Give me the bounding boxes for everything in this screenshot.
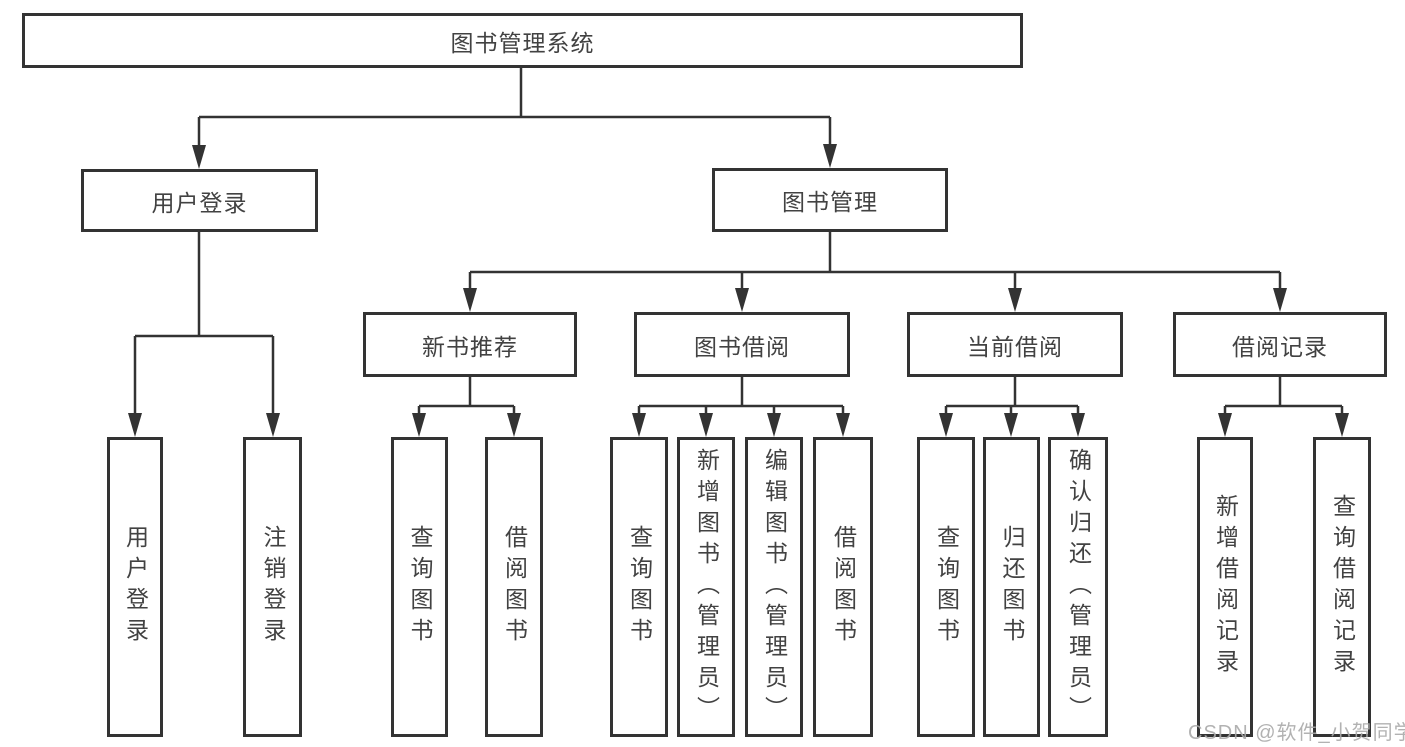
leaf-confirm-return-admin: 确认归还（管理员）	[1048, 437, 1108, 737]
leaf-query-books-current: 查询图书	[917, 437, 975, 737]
node-label: 查询借阅记录	[1329, 494, 1356, 680]
node-label: 新增借阅记录	[1212, 494, 1239, 680]
leaf-user-login: 用户登录	[107, 437, 163, 737]
node-label: 用户登录	[151, 189, 248, 216]
node-user-login: 用户登录	[81, 169, 318, 232]
node-label: 查询图书	[626, 525, 653, 649]
node-label: 当前借阅	[967, 333, 1063, 360]
node-label: 编辑图书（管理员）	[761, 447, 788, 727]
node-label: 确认归还（管理员）	[1065, 447, 1092, 727]
leaf-borrow-books-borrow: 借阅图书	[813, 437, 873, 737]
node-label: 归还图书	[999, 525, 1025, 649]
node-label: 用户登录	[122, 525, 149, 649]
leaf-query-books-recommend: 查询图书	[391, 437, 448, 737]
leaf-logout-login: 注销登录	[243, 437, 302, 737]
node-borrowing-records: 借阅记录	[1173, 312, 1387, 377]
leaf-borrow-books-recommend: 借阅图书	[485, 437, 543, 737]
leaf-add-borrow-record: 新增借阅记录	[1197, 437, 1253, 737]
leaf-edit-books-admin: 编辑图书（管理员）	[745, 437, 803, 737]
node-label: 借阅图书	[501, 525, 528, 649]
leaf-query-borrow-record: 查询借阅记录	[1313, 437, 1371, 737]
arrowheads	[128, 144, 1349, 437]
node-new-book-recommendation: 新书推荐	[363, 312, 577, 377]
node-label: 注销登录	[260, 525, 286, 649]
leaf-return-books: 归还图书	[983, 437, 1040, 737]
leaf-add-books-admin: 新增图书（管理员）	[677, 437, 735, 737]
node-label: 图书管理系统	[450, 29, 595, 56]
watermark: CSDN @软件_小贺同学	[1188, 722, 1405, 744]
node-label: 借阅图书	[830, 525, 857, 649]
leaf-query-books-borrow: 查询图书	[610, 437, 668, 737]
node-label: 借阅记录	[1232, 333, 1328, 360]
node-label: 新书推荐	[422, 333, 518, 360]
node-label: 新增图书（管理员）	[693, 447, 720, 727]
node-label: 查询图书	[933, 525, 960, 649]
node-label: 查询图书	[407, 525, 433, 649]
node-current-borrowing: 当前借阅	[907, 312, 1123, 377]
node-root: 图书管理系统	[22, 13, 1023, 68]
node-book-borrowing: 图书借阅	[634, 312, 850, 377]
node-book-management: 图书管理	[712, 168, 948, 232]
node-label: 图书管理	[782, 189, 878, 215]
node-label: 图书借阅	[694, 333, 790, 360]
